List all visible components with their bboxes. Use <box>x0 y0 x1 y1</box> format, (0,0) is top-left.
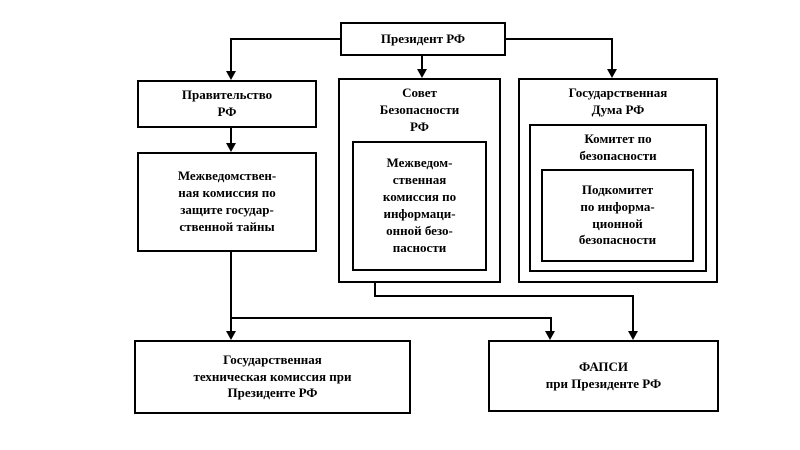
connector-council-fapsi-v2 <box>632 295 634 333</box>
connector-council-fapsi-h <box>374 295 634 297</box>
node-duma-label: Государственная Дума РФ <box>568 85 668 117</box>
arrowhead-security-council <box>417 69 427 78</box>
arrowhead-fapsi-left <box>545 331 555 340</box>
connector-commission-fapsi-h <box>230 317 552 319</box>
node-infosec-subcommittee-label: Подкомитет по информа- ционной безопасно… <box>578 181 657 248</box>
node-infosec-subcommittee: Подкомитет по информа- ционной безопасно… <box>541 169 694 262</box>
connector-president-security-council-v <box>421 56 423 71</box>
arrowhead-state-secrets-commission <box>226 143 236 152</box>
node-fapsi: ФАПСИ при Президенте РФ <box>488 340 719 412</box>
node-state-secrets-commission: Межведомствен- ная комиссия по защите го… <box>137 152 317 252</box>
connector-commission-fapsi-v <box>550 317 552 333</box>
node-fapsi-label: ФАПСИ при Президенте РФ <box>545 359 662 391</box>
connector-commission-gostekh-v <box>230 252 232 333</box>
node-infosec-commission: Межведом- ственная комиссия по информаци… <box>352 141 487 271</box>
connector-government-commission-v <box>230 128 232 145</box>
node-gostekhcommission: Государственная техническая комиссия при… <box>134 340 411 414</box>
node-security-committee-label: Комитет по безопасности <box>579 131 657 163</box>
node-infosec-commission-label: Межведом- ственная комиссия по информаци… <box>382 155 457 255</box>
node-government: Правительство РФ <box>137 80 317 128</box>
node-security-council-label: Совет Безопасности РФ <box>379 85 460 134</box>
arrowhead-duma <box>607 69 617 78</box>
connector-president-duma-v <box>611 38 613 71</box>
connector-president-government-h <box>230 38 340 40</box>
node-president-label: Президент РФ <box>380 30 466 46</box>
connector-council-fapsi-v1 <box>374 283 376 297</box>
node-president: Президент РФ <box>340 22 506 56</box>
arrowhead-fapsi-right <box>628 331 638 340</box>
node-government-label: Правительство РФ <box>181 87 273 119</box>
arrowhead-government <box>226 71 236 80</box>
connector-president-government-v <box>230 38 232 72</box>
node-state-secrets-commission-label: Межведомствен- ная комиссия по защите го… <box>177 168 277 234</box>
connector-president-duma-h <box>505 38 613 40</box>
node-gostekhcommission-label: Государственная техническая комиссия при… <box>193 351 352 401</box>
arrowhead-gostekhcommission <box>226 331 236 340</box>
